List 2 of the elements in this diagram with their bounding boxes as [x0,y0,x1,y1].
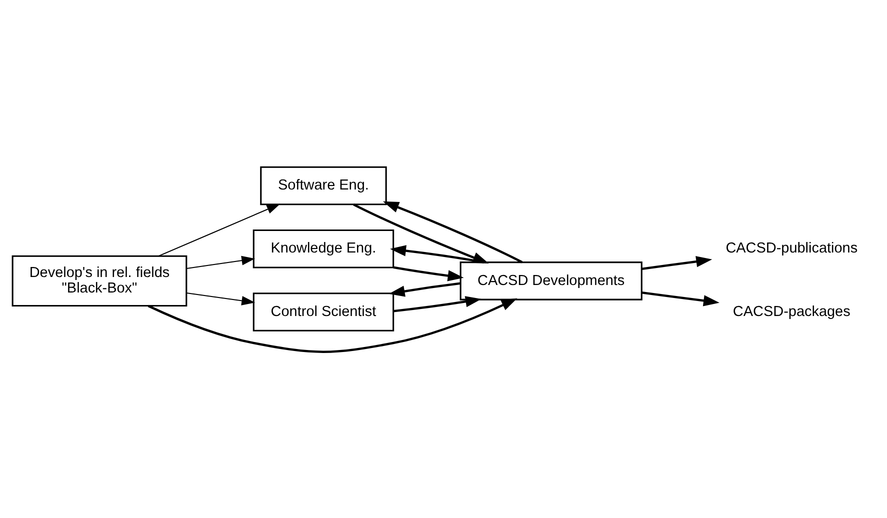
node-text: CACSD-publications [726,240,858,256]
node-text: CACSD-packages [732,303,850,320]
